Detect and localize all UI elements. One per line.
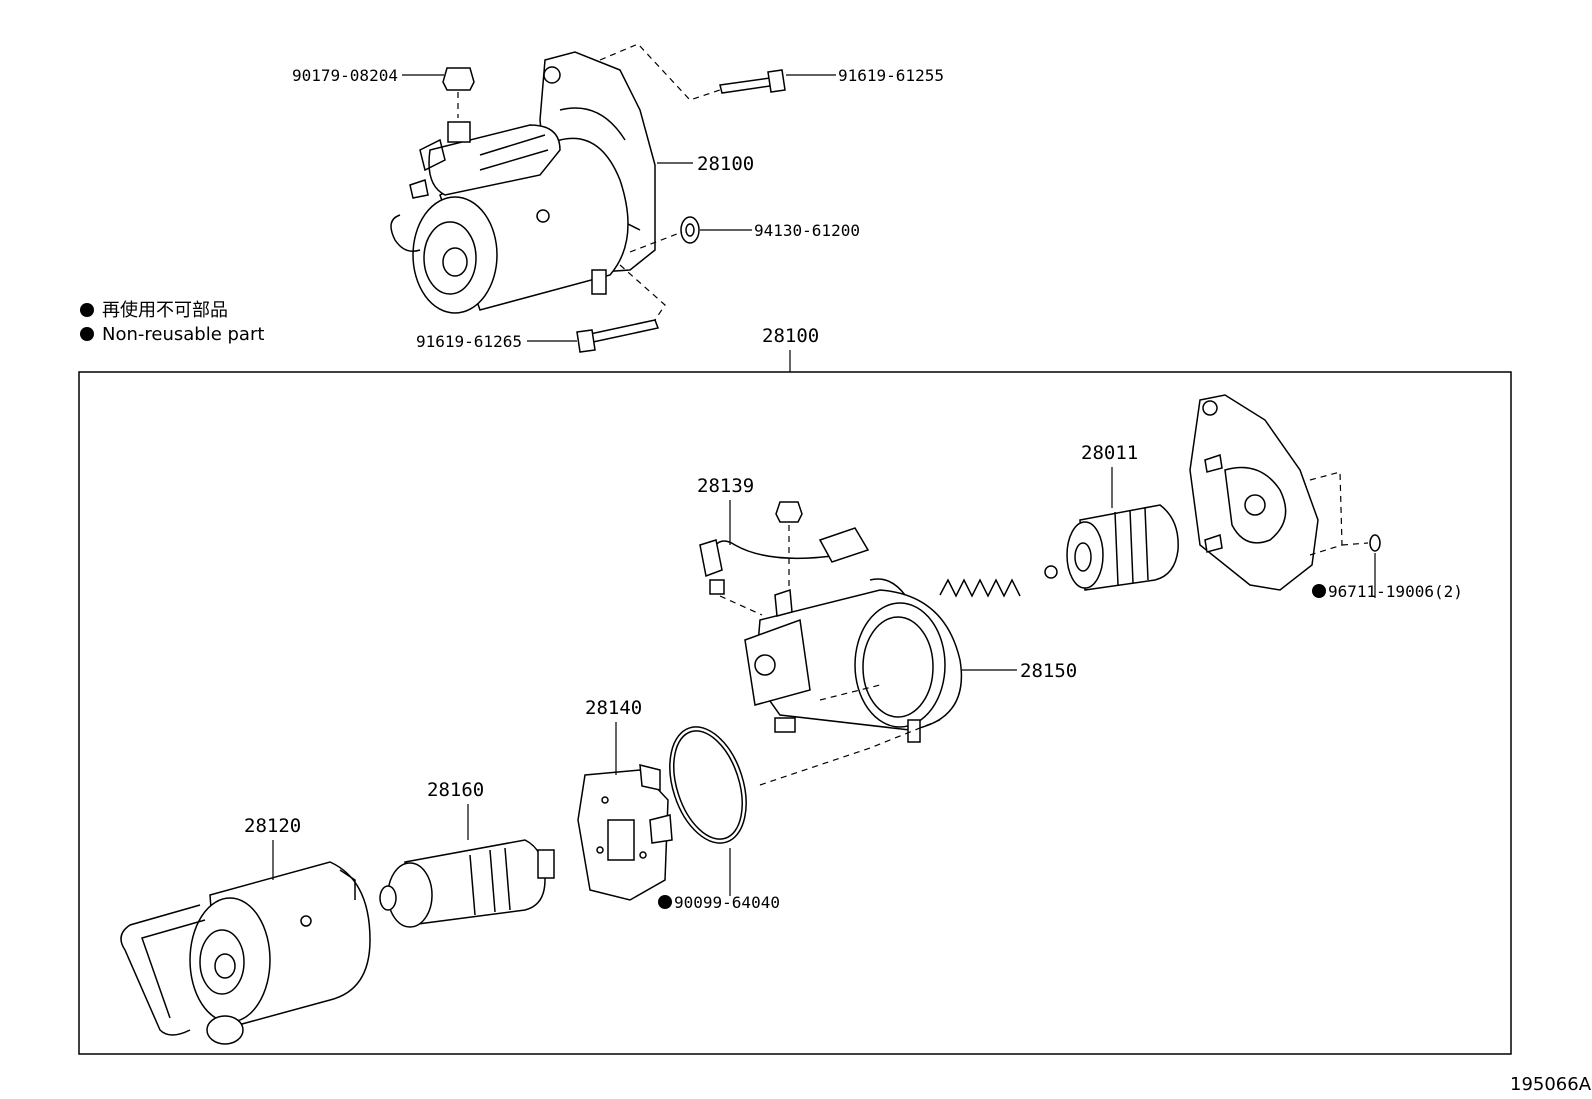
label-28139: 28139 [697, 475, 754, 497]
part-drive-housing [1189, 394, 1319, 591]
label-28120: 28120 [244, 815, 301, 837]
part-28140-brush-plate [577, 764, 673, 901]
figure-id: 195066A [1510, 1074, 1592, 1095]
non-reusable-bullet-icon [80, 303, 94, 317]
part-28139-lead-wire [699, 501, 870, 595]
legend-english: Non-reusable part [102, 324, 264, 345]
label-28150: 28150 [1020, 660, 1077, 682]
label-28011: 28011 [1081, 442, 1138, 464]
ball-part [1044, 565, 1058, 579]
label-91619-61255: 91619-61255 [838, 66, 944, 85]
label-28140: 28140 [585, 697, 642, 719]
legend-japanese: 再使用不可部品 [102, 300, 228, 321]
label-90099-64040: 90099-64040 [674, 893, 780, 912]
part-96711-o-ring [1369, 534, 1381, 552]
label-91619-61265: 91619-61265 [416, 332, 522, 351]
spring-part [939, 578, 1021, 598]
non-reusable-bullet-icon [658, 895, 672, 909]
part-28011-clutch [1066, 504, 1179, 591]
label-96711-19006: 96711-19006(2) [1328, 582, 1463, 601]
non-reusable-bullet-icon [80, 327, 94, 341]
label-28100-box: 28100 [762, 325, 819, 347]
label-90179-08204: 90179-08204 [292, 66, 398, 85]
label-28160: 28160 [427, 779, 484, 801]
exploded-view-frame [78, 371, 1512, 1055]
part-28120-yoke [120, 861, 371, 1045]
label-94130-61200: 94130-61200 [754, 221, 860, 240]
non-reusable-bullet-icon [1312, 584, 1326, 598]
part-28160-armature [379, 839, 555, 928]
starter-assembly-top [390, 43, 786, 353]
label-28100-top: 28100 [697, 153, 754, 175]
part-90099-o-ring [669, 726, 747, 844]
part-28150-housing [744, 578, 963, 743]
